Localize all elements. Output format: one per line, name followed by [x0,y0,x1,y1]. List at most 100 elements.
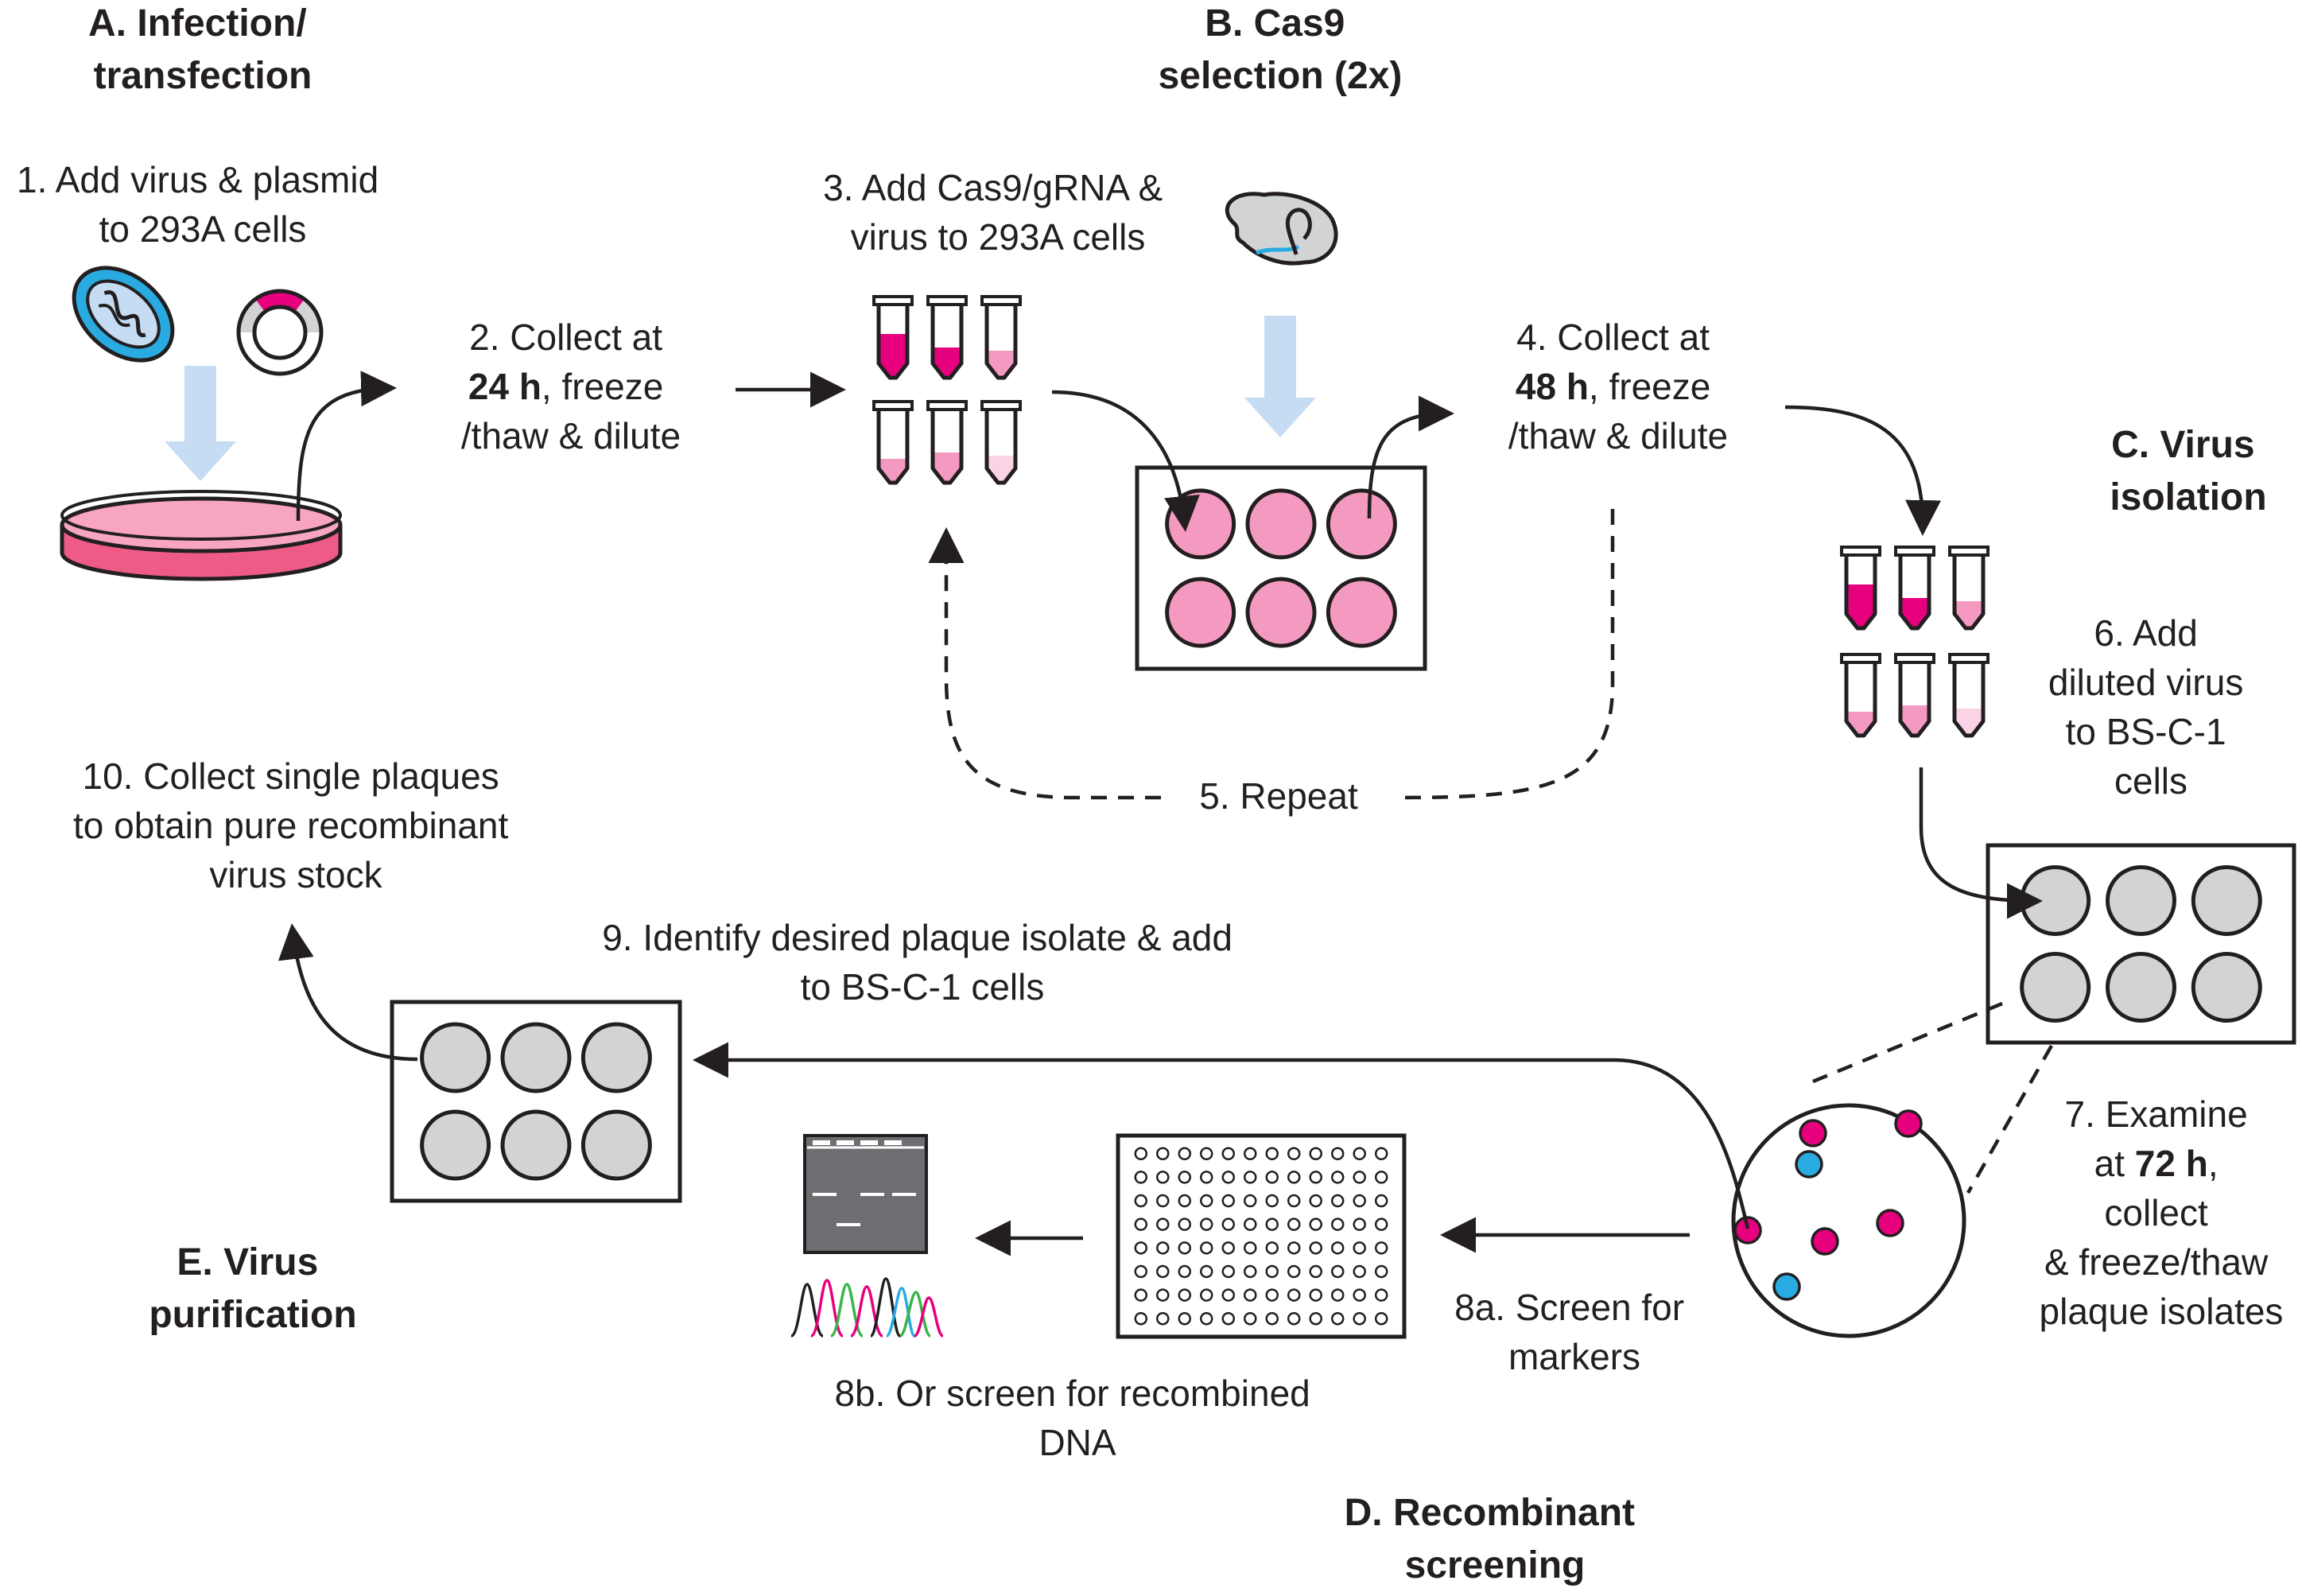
section-c-title: C. Virus isolation [2110,424,2266,518]
well [1156,1147,1170,1161]
well [1156,1194,1170,1208]
well [1326,577,1397,648]
zoom-line-bottom [1966,1044,2053,1194]
step-4-label: 4. Collect at 48 h, freeze /thaw & dilut… [1508,316,1728,456]
step-5-label: 5. Repeat [1199,775,1358,817]
well [1178,1171,1192,1184]
well [2106,864,2176,936]
well [1374,1241,1388,1255]
well [1165,577,1236,648]
arrow-plaque-to-plate-e [693,1042,1750,1229]
well [1374,1288,1388,1302]
well [1134,1194,1148,1208]
petri-dish-icon [60,490,343,581]
well [1221,1311,1236,1326]
well [1244,1194,1257,1208]
well [1178,1147,1192,1161]
well [1200,1171,1213,1184]
well [500,1109,572,1181]
well [1265,1311,1279,1326]
well [1309,1264,1322,1279]
well [1353,1264,1366,1279]
well [1265,1217,1279,1231]
six-well-plate-c-icon [1986,843,2296,1045]
well [1287,1217,1301,1231]
step-10-label: 10. Collect single plaques to obtain pur… [73,755,518,895]
section-b-title: B. Cas9 selection (2x) [1159,2,1403,97]
tube [1894,546,1935,631]
well [1178,1241,1192,1255]
96-well-plate-icon [1116,1133,1407,1339]
repeat-loop-left [928,527,1161,800]
well [1244,1171,1257,1184]
well [1156,1311,1170,1326]
well [1221,1241,1236,1255]
well [1178,1217,1192,1231]
well [1326,488,1397,560]
tube [926,400,968,485]
well [2191,952,2262,1023]
arrow-step4-to-tubes-c [1784,405,1942,536]
tube [980,400,1022,485]
well [1287,1171,1301,1184]
well [1309,1147,1322,1161]
well [1309,1217,1322,1231]
well [1200,1264,1213,1279]
well [1374,1264,1388,1279]
well [1156,1171,1170,1184]
well [1134,1147,1148,1161]
arrow-dish-to-step2 [296,371,397,522]
well [1200,1311,1213,1326]
plaque-magnifier-icon [1731,1103,1966,1338]
well [1330,1217,1345,1231]
well [1353,1147,1366,1161]
tube-rack-c-icon [1840,546,1990,738]
arrow-tubes-to-plate-c [1919,767,2043,919]
well [1265,1171,1279,1184]
chromatogram-icon [790,1277,945,1338]
tube-rack-icon [872,295,1022,485]
well [1287,1194,1301,1208]
well [1244,1241,1257,1255]
well [1265,1194,1279,1208]
tube [1840,653,1881,738]
well [1244,1217,1257,1231]
well [1265,1264,1279,1279]
well [1156,1288,1170,1302]
well [1178,1194,1192,1208]
gel-icon [803,1134,928,1254]
well [2191,864,2262,936]
step-3-label: 3. Add Cas9/gRNA & virus to 293A cells [823,167,1173,258]
well [1245,488,1317,560]
well [1330,1194,1345,1208]
well [1309,1194,1322,1208]
well [1353,1288,1366,1302]
step-6-label: 6. Add diluted virus to BS-C-1 cells [2048,612,2253,802]
tube [1894,653,1935,738]
well [1330,1171,1345,1184]
downward-arrow-a [165,366,236,481]
well [1244,1311,1257,1326]
well [1156,1241,1170,1255]
well [1265,1288,1279,1302]
well [1178,1264,1192,1279]
tube [872,400,914,485]
well [2106,952,2176,1023]
well [1200,1147,1213,1161]
arrow-plate-e-to-step10 [278,923,418,1062]
well [1330,1264,1345,1279]
well [1134,1264,1148,1279]
well [1156,1264,1170,1279]
step-8a-label: 8a. Screen for markers [1454,1287,1694,1377]
well [1330,1311,1345,1326]
well [1244,1288,1257,1302]
step-9-label: 9. Identify desired plaque isolate & add… [602,917,1243,1008]
step-7-label: 7. Examine at 72 h, collect & freeze/tha… [2040,1093,2284,1332]
well [1134,1241,1148,1255]
step-2-label: 2. Collect at 24 h, freeze /thaw & dilut… [461,316,681,456]
well [1134,1288,1148,1302]
well [1221,1288,1236,1302]
well [1245,577,1317,648]
well [1134,1311,1148,1326]
